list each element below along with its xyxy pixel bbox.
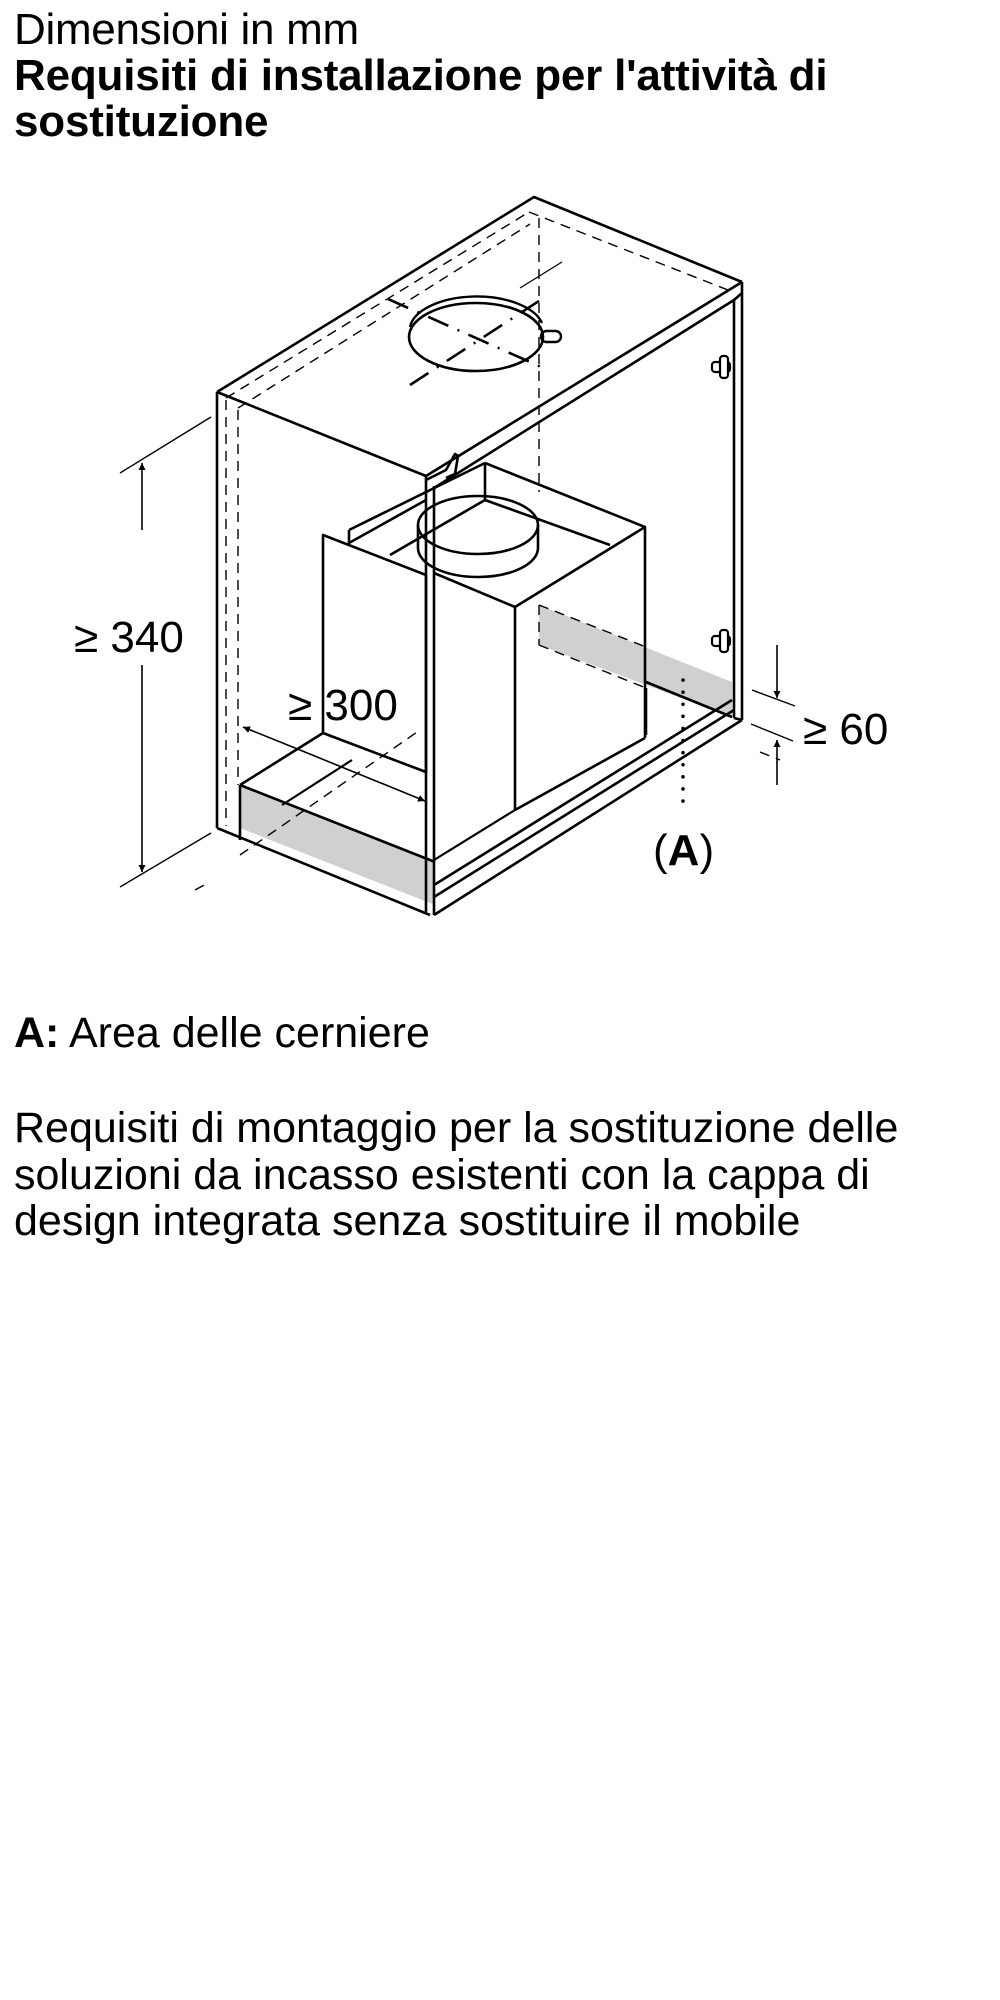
description-line-2: soluzioni da incasso esistenti con la ca… [14,1150,870,1199]
hidden-lines [194,211,781,891]
duct-opening-top [387,261,563,387]
legend-key: A: [14,1009,60,1057]
dimension-depth-label: ≥ 300 [288,681,398,730]
description-line-1: Requisiti di montaggio per la sostituzio… [14,1104,899,1152]
hinge-icons [710,354,732,654]
duct-spigot [416,494,540,579]
description-line-3: design integrata senza sostituire il mob… [14,1197,801,1245]
hood-base [238,680,733,864]
callout-a-label: (A) [653,826,714,875]
installation-diagram: ≥ 340 ≥ 300 ≥ 60 (A) [74,195,888,917]
dimension-height-label: ≥ 340 [74,613,184,662]
legend-text: Area delle cerniere [68,1009,430,1057]
legend-item-a: A: Area delle cerniere [14,1010,430,1057]
page-title: Requisiti di installazione per l'attivit… [14,53,994,145]
dimension-depth [242,726,426,802]
header: Dimensioni in mm Requisiti di installazi… [14,6,994,145]
dimension-clearance [750,645,796,785]
dimension-height [119,416,212,888]
dimension-clearance-label: ≥ 60 [803,705,888,754]
hood-unit [321,461,647,812]
page-title-line-1: Requisiti di installazione per l'attivit… [14,51,828,100]
page-title-line-2: sostituzione [14,97,269,146]
hinge-lower-icon [710,628,732,654]
dimensions-unit-note: Dimensioni in mm [14,5,359,54]
hinge-upper-icon [710,354,732,380]
description: Requisiti di montaggio per la sostituzio… [14,1105,999,1245]
hinge-area-highlight [240,605,732,905]
